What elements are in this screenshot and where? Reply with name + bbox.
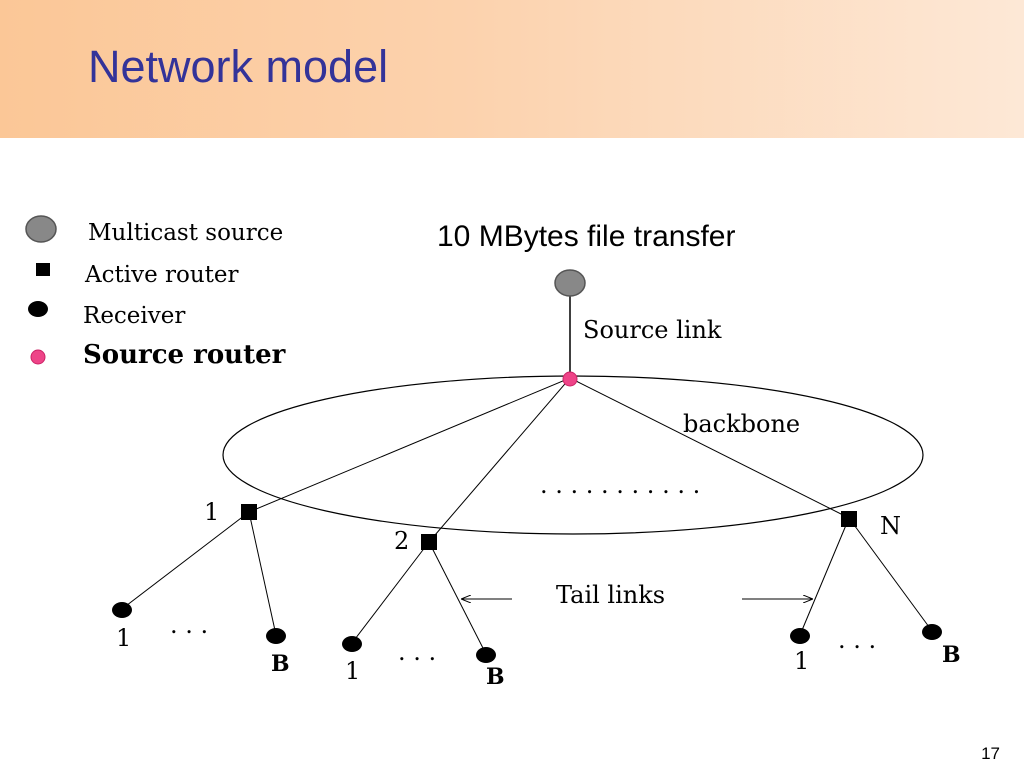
tail-link [351,541,430,644]
backbone-ellipsis: . . . . . . . . . . . [540,471,700,499]
active-router-node-1 [241,504,257,520]
receiver-node [790,628,810,644]
legend-source-router-label: Source router [83,340,286,370]
router-label-2: 2 [394,527,409,555]
tail-link [248,511,277,636]
source-link-label: Source link [583,316,722,344]
active-router-node-2 [421,534,437,550]
receiver-node [112,602,132,618]
legend-receiver-label: Receiver [83,303,185,329]
router-label-1: 1 [204,498,219,526]
receiver-ellipsis: . . . [398,638,436,666]
tail-link [428,541,487,655]
router-label-n: N [880,512,901,540]
receiver-label-first: 1 [116,624,131,652]
legend-multicast-source-icon [25,215,57,243]
backbone-ellipse [222,375,924,535]
tail-link [848,517,933,632]
multicast-source-node [554,269,586,297]
receiver-node [922,624,942,640]
receiver-node [476,647,496,663]
tail-link [121,511,250,610]
backbone-link-2 [428,377,571,543]
backbone-link-n [569,377,850,519]
legend-source-router-icon [30,349,46,365]
receiver-node [342,636,362,652]
tail-links-label: Tail links [556,581,665,609]
receiver-node [266,628,286,644]
tail-link [799,517,850,636]
legend-active-router-icon [36,263,50,276]
legend-receiver-icon [28,301,48,317]
source-router-node [562,371,578,387]
receiver-ellipsis: . . . [838,626,876,654]
receiver-label-first: 1 [345,657,360,685]
receiver-label-first: 1 [794,647,809,675]
receiver-label-last: B [486,664,505,690]
receiver-label-last: B [942,642,961,668]
slide-header [0,0,1024,138]
receiver-ellipsis: . . . [170,611,208,639]
legend-multicast-source-label: Multicast source [88,220,283,246]
legend-active-router-label: Active router [84,262,239,288]
legend: Multicast source Active router Receiver … [25,215,286,370]
backbone-link-1 [248,377,571,513]
slide-title: Network model [88,41,389,92]
backbone-label: backbone [683,410,800,438]
receiver-label-last: B [271,651,290,677]
active-router-node-n [841,511,857,527]
diagram-subtitle: 10 MBytes file transfer [437,220,736,253]
page-number: 17 [981,744,1000,763]
